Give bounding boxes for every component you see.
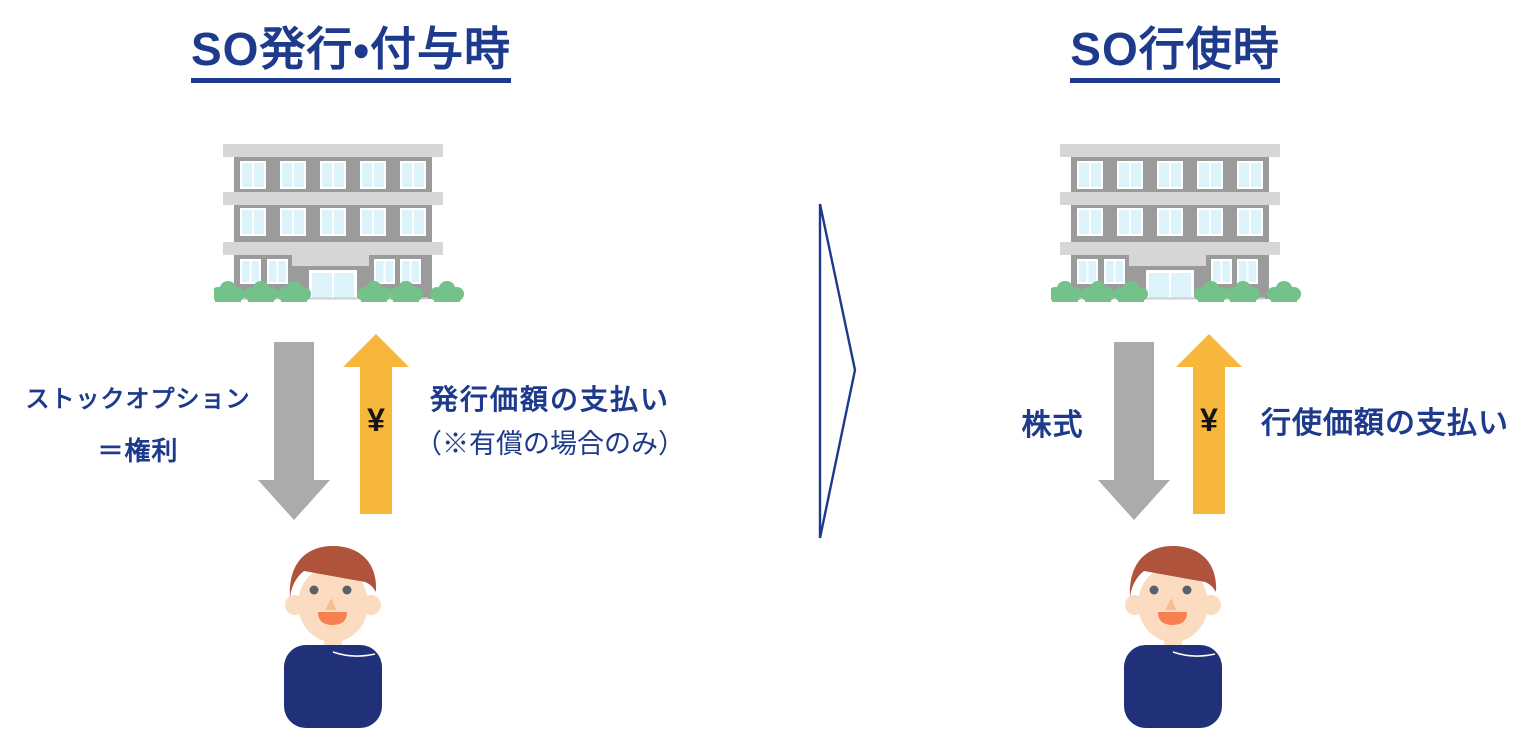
collar-line bbox=[1172, 651, 1216, 657]
employee-icon bbox=[284, 546, 382, 728]
exercise-price-label: 行使価額の支払い bbox=[1261, 407, 1509, 440]
building-entrance bbox=[1075, 255, 1265, 300]
mouth bbox=[1158, 612, 1187, 625]
gray-down-arrow-icon bbox=[258, 342, 330, 520]
neck bbox=[1164, 631, 1182, 649]
building-bushes bbox=[1051, 281, 1301, 302]
yellow-up-arrow-icon bbox=[1176, 334, 1242, 514]
eye-left bbox=[309, 585, 319, 595]
building-bushes bbox=[214, 281, 464, 302]
stock-option-label-line1: ストックオプション bbox=[25, 386, 251, 413]
eye-left bbox=[1149, 585, 1159, 595]
stock-option-label-line2: ＝権利 bbox=[97, 436, 179, 466]
issue-price-label: 発行価額の支払い （※有償の場合のみ） bbox=[402, 384, 698, 460]
yellow-up-arrow-icon bbox=[343, 334, 409, 514]
left-title-text: SO発行・付与時 bbox=[190, 24, 512, 83]
gray-down-arrow-icon bbox=[1098, 342, 1170, 520]
building-windows-floor3 bbox=[1077, 161, 1263, 189]
neck bbox=[324, 631, 342, 649]
stock-label: 株式 bbox=[1021, 409, 1084, 442]
hair bbox=[289, 546, 377, 598]
left-title: SO発行・付与時 bbox=[131, 24, 571, 83]
company-building-icon bbox=[1051, 144, 1301, 302]
yen-symbol: ¥ bbox=[367, 402, 385, 438]
nose bbox=[1165, 598, 1177, 610]
right-title-text: SO行使時 bbox=[1070, 24, 1280, 83]
shirt bbox=[284, 645, 382, 728]
hair bbox=[1129, 546, 1217, 598]
eye-right bbox=[1182, 585, 1192, 595]
yen-symbol: ¥ bbox=[1200, 402, 1218, 438]
transition-chevron-icon bbox=[818, 203, 857, 539]
issue-price-label-line2: （※有償の場合のみ） bbox=[415, 429, 685, 459]
shirt bbox=[1124, 645, 1222, 728]
building-windows-floor2 bbox=[1077, 208, 1263, 236]
collar-line bbox=[332, 651, 376, 657]
building-entrance bbox=[238, 255, 428, 300]
eye-right bbox=[342, 585, 352, 595]
building-windows-floor3 bbox=[240, 161, 426, 189]
building-windows-floor2 bbox=[240, 208, 426, 236]
issue-price-label-line1: 発行価額の支払い bbox=[429, 384, 670, 415]
company-building-icon bbox=[214, 144, 464, 302]
right-panel: SO行使時 bbox=[763, 0, 1526, 744]
stock-option-label: ストックオプション ＝権利 bbox=[13, 386, 263, 466]
right-title: SO行使時 bbox=[955, 24, 1395, 83]
nose bbox=[325, 598, 337, 610]
mouth bbox=[318, 612, 347, 625]
left-panel: SO発行・付与時 bbox=[13, 24, 698, 728]
employee-icon bbox=[1124, 546, 1222, 728]
